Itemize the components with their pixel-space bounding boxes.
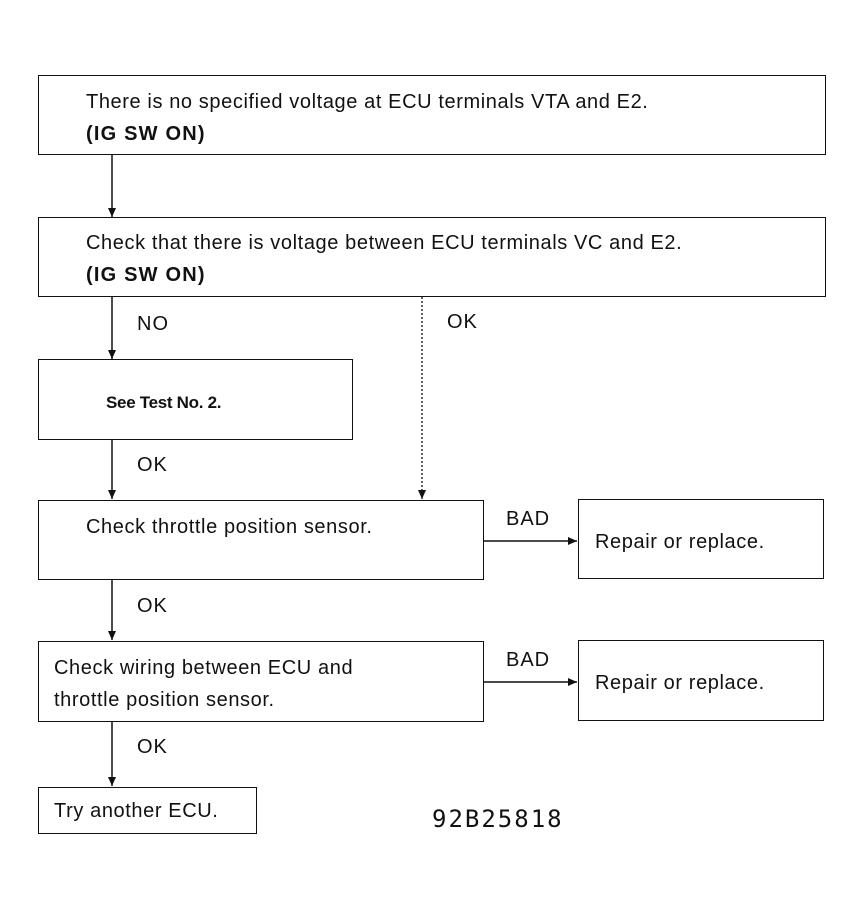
step2-line1: Check that there is voltage between ECU … bbox=[86, 232, 683, 254]
label-no: NO bbox=[137, 313, 169, 335]
label-ok-2: OK bbox=[137, 595, 168, 617]
repair1-text: Repair or replace. bbox=[595, 531, 765, 553]
label-ok-1: OK bbox=[137, 454, 168, 476]
label-ok-right: OK bbox=[447, 311, 478, 333]
figure-code: 92B25818 bbox=[432, 805, 564, 833]
step5-line2: throttle position sensor. bbox=[54, 689, 275, 711]
step5-box bbox=[38, 641, 484, 722]
step6-text: Try another ECU. bbox=[54, 800, 219, 822]
step4-box bbox=[38, 500, 484, 580]
step2-box bbox=[38, 217, 826, 297]
step3-box bbox=[38, 359, 353, 440]
label-ok-3: OK bbox=[137, 736, 168, 758]
step3-text: See Test No. 2. bbox=[106, 393, 222, 412]
repair1-box bbox=[578, 499, 824, 579]
step1-box bbox=[38, 75, 826, 155]
repair2-text: Repair or replace. bbox=[595, 672, 765, 694]
label-bad-2: BAD bbox=[506, 649, 551, 671]
step6-box bbox=[38, 787, 257, 834]
repair2-box bbox=[578, 640, 824, 721]
step1-line2: (IG SW ON) bbox=[86, 123, 206, 145]
step1-line1: There is no specified voltage at ECU ter… bbox=[86, 91, 649, 113]
step2-line2: (IG SW ON) bbox=[86, 264, 206, 286]
step4-text: Check throttle position sensor. bbox=[86, 516, 373, 538]
step5-line1: Check wiring between ECU and bbox=[54, 657, 354, 679]
label-bad-1: BAD bbox=[506, 508, 551, 530]
